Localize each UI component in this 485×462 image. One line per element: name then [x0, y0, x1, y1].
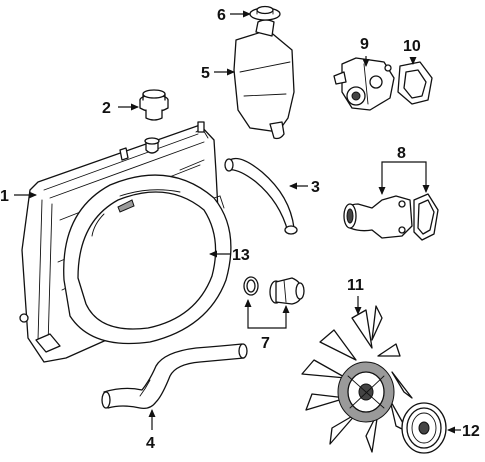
- cooling-fan: [301, 305, 413, 453]
- callout-11: 11: [347, 277, 364, 294]
- lower-hose: [101, 343, 248, 410]
- callout-6: 6: [217, 7, 226, 24]
- callout-5: 5: [201, 65, 210, 82]
- thermostat-gasket: [413, 193, 439, 241]
- reservoir-cap: [249, 5, 281, 21]
- fan-clutch: [401, 402, 447, 454]
- callout-4: 4: [146, 435, 155, 452]
- thermostat-housing: [343, 195, 413, 239]
- water-pump-gasket: [397, 61, 433, 105]
- callout-10: 10: [403, 38, 421, 55]
- thermostat: [269, 277, 305, 305]
- fan-shroud: [63, 174, 232, 345]
- upper-hose: [224, 157, 298, 235]
- water-pump: [333, 57, 395, 111]
- callout-1: 1: [0, 188, 9, 205]
- callout-9: 9: [360, 36, 369, 53]
- thermostat-o-ring: [243, 276, 259, 296]
- callout-3: 3: [311, 179, 320, 196]
- callout-13: 13: [232, 247, 250, 264]
- callout-2: 2: [102, 100, 111, 117]
- coolant-reservoir: [233, 19, 295, 140]
- callout-7: 7: [261, 335, 270, 352]
- callout-12: 12: [462, 423, 480, 440]
- leader-lines: [14, 10, 461, 434]
- callout-labels: 1 2 3 4 5 6 7 8 9 10 11 12 13: [0, 7, 480, 452]
- radiator-cap: [139, 89, 169, 121]
- callout-8: 8: [397, 145, 406, 162]
